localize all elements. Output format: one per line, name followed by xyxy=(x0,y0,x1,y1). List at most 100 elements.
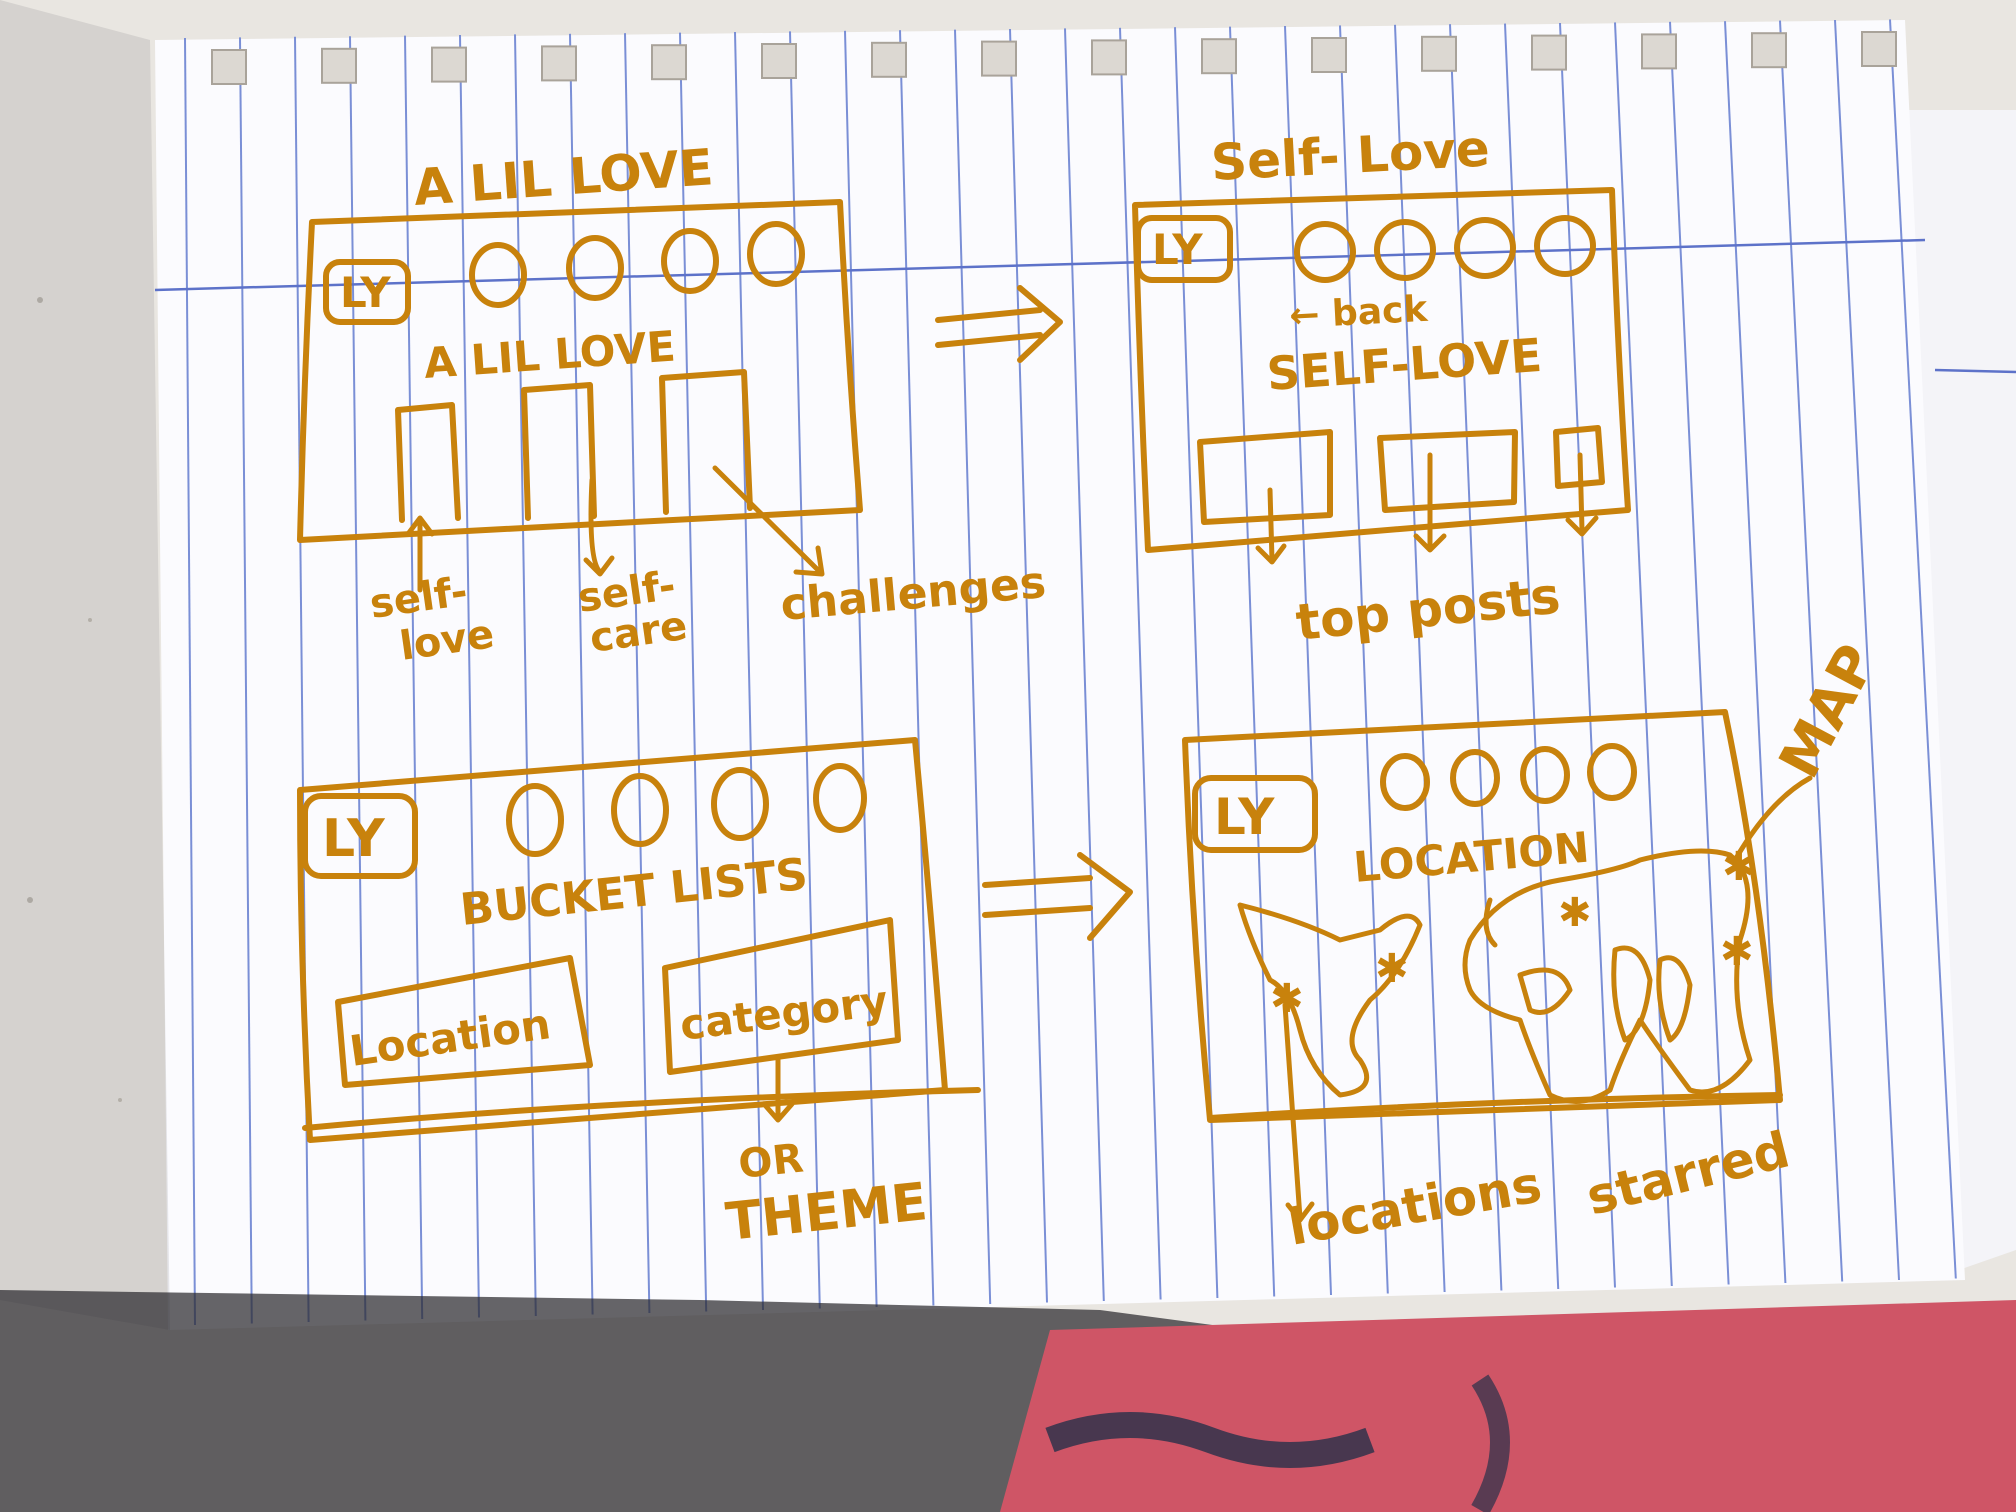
spiral-hole xyxy=(761,43,797,79)
arrow-down-icon xyxy=(761,1055,795,1123)
nav-circle-icon xyxy=(661,228,719,294)
ruled-line xyxy=(404,35,424,1320)
nav-icons xyxy=(1380,743,1637,811)
spiral-hole xyxy=(1421,35,1457,72)
nav-circle-icon xyxy=(1534,215,1596,277)
spiral-hole xyxy=(981,40,1017,77)
category-card[interactable] xyxy=(662,917,901,1075)
spiral-hole xyxy=(651,44,687,81)
ruled-line xyxy=(239,37,253,1324)
ruled-line xyxy=(1229,26,1276,1297)
logo-ly: LY xyxy=(322,809,386,869)
ruled-line xyxy=(1119,27,1162,1300)
location-bottom-line xyxy=(1207,1092,1783,1121)
nav-circle-icon xyxy=(566,235,624,301)
arrow-down-icon xyxy=(1282,1002,1315,1223)
nav-circle-icon xyxy=(813,763,867,833)
ruled-line xyxy=(1614,22,1673,1287)
annot-or: OR xyxy=(736,1135,805,1188)
pointer-line xyxy=(1732,775,1813,863)
post-card[interactable] xyxy=(1553,425,1605,489)
tab-self-love xyxy=(395,402,461,523)
nav-circle-icon xyxy=(1294,221,1356,283)
tab-self-care xyxy=(521,382,597,521)
ruled-line xyxy=(184,37,196,1326)
nav-icons xyxy=(506,763,867,857)
spiral-hole xyxy=(211,49,247,85)
spiral-hole xyxy=(1531,34,1567,71)
logo-ly: LY xyxy=(1214,788,1275,846)
tab-challenges xyxy=(659,369,753,515)
ruled-line xyxy=(1009,28,1048,1303)
ruled-line xyxy=(1559,22,1616,1288)
ruled-line xyxy=(954,29,992,1305)
location-phone-frame xyxy=(1182,709,1783,1123)
bucket-bottom-line xyxy=(302,1087,981,1131)
nav-circle-icon xyxy=(1587,743,1637,801)
arrow-down-icon xyxy=(1255,487,1287,565)
world-map[interactable] xyxy=(1237,848,1753,1104)
ruled-line xyxy=(349,36,367,1321)
arrow-up-icon xyxy=(405,515,435,593)
nav-circle-icon xyxy=(711,767,769,841)
pink-fabric xyxy=(1000,1300,2016,1512)
ruled-line xyxy=(514,34,537,1317)
spiral-hole xyxy=(1311,37,1347,73)
logo-ly: LY xyxy=(340,268,391,317)
spiral-hole xyxy=(321,47,357,84)
logo-box xyxy=(1135,215,1233,283)
map-star-markers: ✱ ✱ ✱ ✱ ✱ xyxy=(1270,844,1756,1022)
ruled-line xyxy=(1889,19,1957,1279)
nav-circle-icon xyxy=(1520,746,1570,804)
spiral-hole xyxy=(541,45,577,82)
ruled-line xyxy=(1174,27,1219,1299)
nav-circle-icon xyxy=(1450,749,1500,807)
ruled-line xyxy=(1504,23,1560,1290)
nav-circle-icon xyxy=(506,783,564,857)
nav-circle-icon xyxy=(611,773,669,847)
nav-icons xyxy=(469,221,805,308)
post-card[interactable] xyxy=(1197,429,1333,525)
home-phone-frame xyxy=(297,199,863,543)
star-icon[interactable]: ✱ xyxy=(1558,890,1592,936)
ruled-line xyxy=(459,34,480,1318)
spiral-hole xyxy=(431,46,467,83)
ruled-line xyxy=(1064,28,1105,1302)
notebook-paper xyxy=(154,19,2016,1330)
arrow-down-icon xyxy=(1565,452,1599,537)
logo-box xyxy=(323,259,411,325)
photo-shadow xyxy=(0,1290,1320,1512)
post-card[interactable] xyxy=(1377,429,1518,513)
spiral-hole xyxy=(1751,32,1787,69)
self-love-phone-frame xyxy=(1132,187,1631,553)
flow-arrow-bottom xyxy=(982,852,1133,941)
logo-box xyxy=(302,793,418,879)
spiral-hole xyxy=(1201,38,1237,75)
ruled-line xyxy=(1669,21,1730,1285)
nav-circle-icon xyxy=(469,242,527,308)
nav-circle-icon xyxy=(1374,219,1436,281)
logo-ly: LY xyxy=(1152,225,1203,274)
nav-icons xyxy=(1294,215,1596,283)
back-link[interactable]: ← back xyxy=(1288,289,1429,337)
arrow-down-icon xyxy=(1413,452,1447,553)
nav-circle-icon xyxy=(747,221,805,287)
arrow-down-icon xyxy=(583,477,615,577)
spiral-hole xyxy=(871,41,907,78)
star-icon[interactable]: ✱ xyxy=(1720,929,1754,975)
photo-shadow-left xyxy=(0,0,170,1330)
arrow-diagonal-icon xyxy=(712,465,825,577)
sketch-self-love-screen: Self- Love LY ← back SELF-LOVE top posts xyxy=(1132,119,1631,652)
ruled-line xyxy=(1394,24,1446,1293)
nav-circle-icon xyxy=(1380,753,1430,811)
location-card[interactable] xyxy=(335,955,593,1088)
ruled-line xyxy=(1779,20,1844,1282)
ruled-line xyxy=(1834,19,1900,1281)
spiral-hole xyxy=(1091,39,1127,76)
spiral-hole xyxy=(1861,31,1897,67)
logo-box xyxy=(1192,775,1318,853)
flow-arrow-top xyxy=(935,285,1063,363)
star-icon[interactable]: ✱ xyxy=(1375,946,1409,992)
ruled-line xyxy=(624,33,651,1314)
